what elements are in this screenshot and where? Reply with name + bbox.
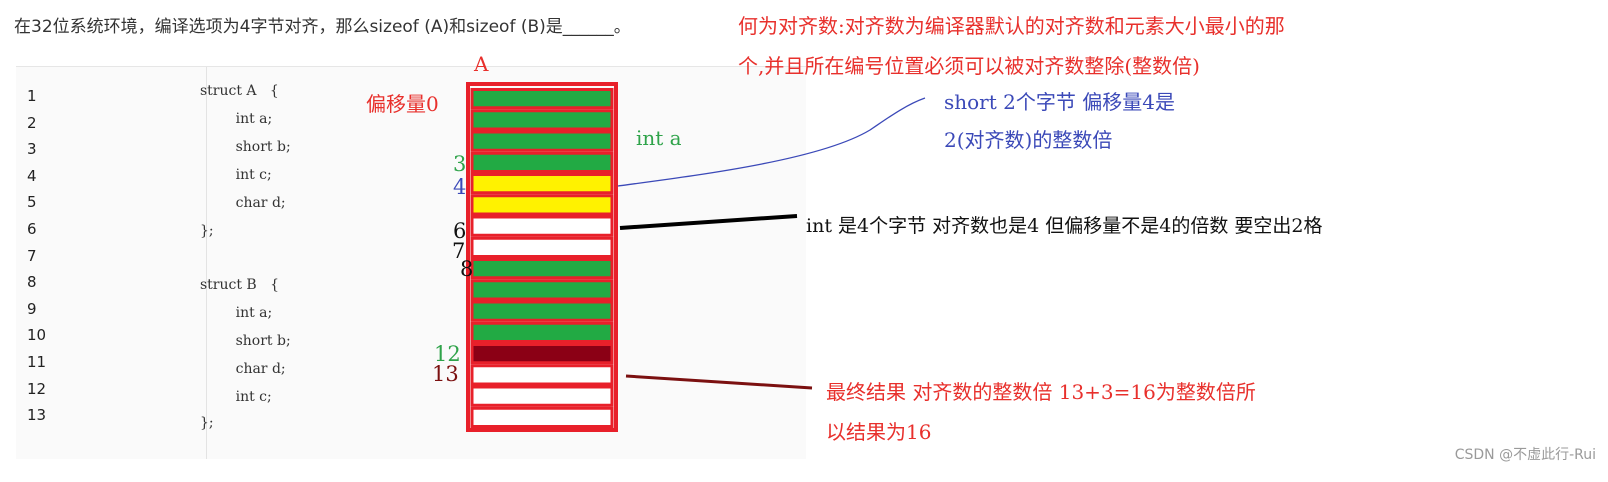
memory-byte-cell xyxy=(470,406,614,428)
result-note-line1: 最终结果 对齐数的整数倍 13+3=16为整数倍所 xyxy=(826,380,1256,404)
memory-byte-cell xyxy=(470,258,614,280)
line-number: 13 xyxy=(27,406,47,425)
code-line: int a; xyxy=(200,111,273,127)
code-line: int a; xyxy=(200,305,273,321)
definition-note-line1: 何为对齐数:对齐数为编译器默认的对齐数和元素大小最小的那 xyxy=(738,14,1285,38)
code-line: struct B { xyxy=(200,277,279,293)
code-line: short b; xyxy=(200,333,291,349)
line-number: 6 xyxy=(27,220,37,238)
int-connector-line xyxy=(619,214,798,230)
memory-byte-cell xyxy=(470,279,614,301)
short-connector-line xyxy=(617,97,926,187)
result-connector-line xyxy=(625,374,813,390)
line-number: 5 xyxy=(27,193,37,212)
code-line: short b; xyxy=(200,139,291,155)
memory-byte-cell xyxy=(470,385,614,407)
line-number: 2 xyxy=(27,113,37,132)
line-number: 10 xyxy=(27,326,47,345)
memory-byte-cell xyxy=(470,300,614,322)
memory-byte-cell xyxy=(470,236,614,258)
definition-note-line2: 个,并且所在编号位置必须可以被对齐数整除(整数倍) xyxy=(738,54,1200,78)
memory-byte-cell xyxy=(470,364,614,386)
line-number: 9 xyxy=(27,299,37,318)
int-note: int 是4个字节 对齐数也是4 但偏移量不是4的倍数 要空出2格 xyxy=(806,215,1323,237)
memory-byte-cell xyxy=(470,194,614,216)
line-number: 3 xyxy=(27,140,37,159)
code-line: struct A { xyxy=(200,83,279,99)
offset-mark-12: 12 xyxy=(434,342,461,366)
code-line: int c; xyxy=(200,167,272,183)
memory-byte-cell xyxy=(470,109,614,131)
offset-zero-label: 偏移量0 xyxy=(366,92,439,116)
line-number: 1 xyxy=(27,87,37,105)
memory-byte-cell xyxy=(470,215,614,237)
memory-byte-cell xyxy=(470,88,614,110)
memory-byte-cell xyxy=(470,321,614,343)
code-line: int c; xyxy=(200,389,272,405)
offset-mark-7: 7 xyxy=(452,239,466,263)
memory-byte-cell xyxy=(470,343,614,365)
line-number: 7 xyxy=(27,246,37,265)
offset-mark-4: 4 xyxy=(453,175,467,199)
code-line: char d; xyxy=(200,361,286,377)
member-int-a-label: int a xyxy=(636,126,682,150)
struct-frame xyxy=(466,82,618,432)
short-note-line2: 2(对齐数)的整数倍 xyxy=(944,128,1113,152)
question-text: 在32位系统环境，编译选项为4字节对齐，那么sizeof (A)和sizeof … xyxy=(14,17,631,37)
memory-byte-cell xyxy=(470,173,614,195)
struct-a-title: A xyxy=(474,52,489,76)
memory-byte-cell xyxy=(470,130,614,152)
line-gutter-divider xyxy=(206,67,207,459)
result-note-line2: 以结果为16 xyxy=(826,420,932,444)
line-number: 12 xyxy=(27,379,47,398)
line-number: 11 xyxy=(27,353,47,371)
code-line: }; xyxy=(200,223,214,239)
code-line: char d; xyxy=(200,195,286,211)
offset-mark-3: 3 xyxy=(453,152,467,176)
csdn-watermark: CSDN @不虚此行-Rui xyxy=(1454,447,1596,463)
line-number: 4 xyxy=(27,166,37,185)
offset-mark-6: 6 xyxy=(453,219,467,243)
memory-byte-cell xyxy=(470,151,614,173)
offset-mark-8: 8 xyxy=(460,257,474,281)
code-line: }; xyxy=(200,415,214,431)
offset-mark-13: 13 xyxy=(432,362,459,386)
line-number: 8 xyxy=(27,273,37,292)
short-note-line1: short 2个字节 偏移量4是 xyxy=(944,90,1175,114)
